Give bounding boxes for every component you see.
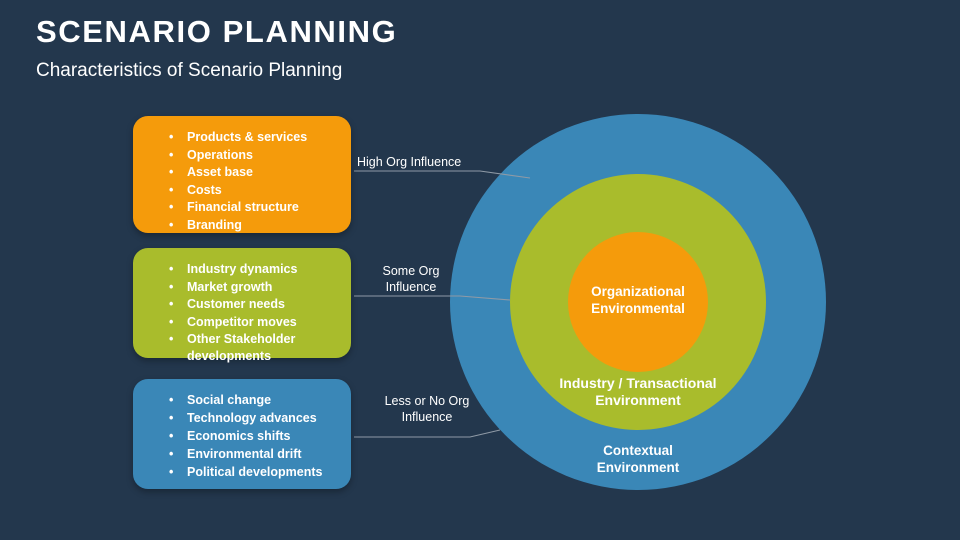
- list-item-label: Political developments: [187, 465, 323, 479]
- list-item: • Environmental drift: [151, 446, 337, 464]
- callout-list-contextual: • Social change • Technology advances • Econo…: [151, 392, 337, 482]
- list-item: • Political developments: [151, 464, 337, 482]
- ring-label-organizational-line1: Organizational: [591, 284, 685, 299]
- list-item-label: Financial structure: [187, 200, 299, 214]
- list-item: • Other Stakeholder developments: [151, 331, 337, 365]
- bullet-icon: •: [169, 429, 174, 443]
- bullet-icon: •: [169, 411, 174, 425]
- connector-label-less-line1: Less or No Org: [384, 394, 470, 408]
- inner-circle-organizational[interactable]: [568, 232, 708, 372]
- bullet-icon: •: [169, 200, 174, 214]
- list-item: • Industry dynamics: [151, 261, 337, 278]
- bullet-icon: •: [169, 447, 174, 461]
- bullet-icon: •: [169, 130, 174, 144]
- bullet-icon: •: [169, 332, 174, 346]
- list-item: • Competitor moves: [151, 314, 337, 331]
- page-subtitle: Characteristics of Scenario Planning: [36, 59, 343, 81]
- bullet-icon: •: [169, 279, 174, 294]
- ring-label-organizational: Organizational Environmental: [558, 283, 718, 317]
- list-item-label: Market growth: [187, 279, 273, 294]
- ring-label-contextual: Contextual Environment: [538, 442, 738, 476]
- ring-label-contextual-line1: Contextual: [603, 443, 673, 458]
- list-item-label: Social change: [187, 393, 272, 407]
- list-item-label: Technology advances: [187, 411, 317, 425]
- list-item-label: Asset base: [187, 165, 254, 179]
- bullet-icon: •: [169, 262, 174, 276]
- header: SCENARIO PLANNING Characteristics of Sce…: [36, 14, 736, 82]
- connector-label-some-line1: Some Org: [382, 264, 440, 278]
- list-item-label: Environmental drift: [187, 447, 302, 461]
- ring-label-organizational-line2: Environmental: [591, 301, 685, 316]
- list-item-label: Economics shifts: [187, 429, 291, 443]
- list-item: • Financial structure: [151, 199, 337, 216]
- ring-label-contextual-line2: Environment: [596, 460, 680, 475]
- bullet-icon: •: [169, 314, 174, 329]
- callout-box-organizational[interactable]: • Products & services • Operations • Asset ba…: [133, 116, 351, 233]
- list-item: • Operations: [151, 147, 337, 164]
- list-item: • Economics shifts: [151, 428, 337, 446]
- list-item: • Costs: [151, 182, 337, 199]
- list-item-label: Other Stakeholder developments: [187, 332, 296, 363]
- connector-label-high-text: High Org Influence: [357, 155, 462, 169]
- list-item: • Products & services: [151, 129, 337, 146]
- list-item-label: Operations: [187, 147, 253, 162]
- callout-list-industry: • Industry dynamics • Market growth • Custome…: [151, 261, 337, 365]
- callout-box-contextual[interactable]: • Social change • Technology advances • Econo…: [133, 379, 351, 489]
- connector-label-less-org-influence: Less or No Org Influence: [357, 393, 497, 425]
- bullet-icon: •: [169, 393, 174, 407]
- list-item-label: Branding: [187, 217, 242, 232]
- list-item-label: Competitor moves: [187, 314, 297, 329]
- connector-label-high-org-influence: High Org Influence: [357, 154, 487, 170]
- list-item: • Customer needs: [151, 296, 337, 313]
- callout-list-organizational: • Products & services • Operations • Asset ba…: [151, 129, 337, 234]
- page-title: SCENARIO PLANNING: [36, 14, 398, 49]
- list-item-label: Products & services: [187, 130, 308, 144]
- bullet-icon: •: [169, 217, 174, 232]
- bullet-icon: •: [169, 147, 174, 162]
- list-item: • Asset base: [151, 164, 337, 181]
- list-item: • Market growth: [151, 279, 337, 296]
- list-item: • Technology advances: [151, 410, 337, 428]
- bullet-icon: •: [169, 165, 174, 179]
- list-item: • Social change: [151, 392, 337, 410]
- connector-label-less-line2: Influence: [401, 410, 453, 424]
- list-item: • Branding: [151, 217, 337, 234]
- connector-label-some-org-influence: Some Org Influence: [357, 263, 465, 295]
- callout-box-industry[interactable]: • Industry dynamics • Market growth • Custome…: [133, 248, 351, 363]
- ring-label-industry-line1: Industry / Transactional: [559, 375, 717, 391]
- bullet-icon: •: [169, 297, 174, 311]
- list-item-label: Industry dynamics: [187, 262, 298, 276]
- bullet-icon: •: [169, 182, 174, 197]
- connector-label-some-line2: Influence: [385, 280, 437, 294]
- bullet-icon: •: [169, 465, 174, 479]
- list-item-label: Costs: [187, 182, 222, 197]
- ring-label-industry-line2: Environment: [595, 392, 681, 408]
- list-item-label: Customer needs: [187, 297, 285, 311]
- ring-label-industry: Industry / Transactional Environment: [518, 375, 758, 409]
